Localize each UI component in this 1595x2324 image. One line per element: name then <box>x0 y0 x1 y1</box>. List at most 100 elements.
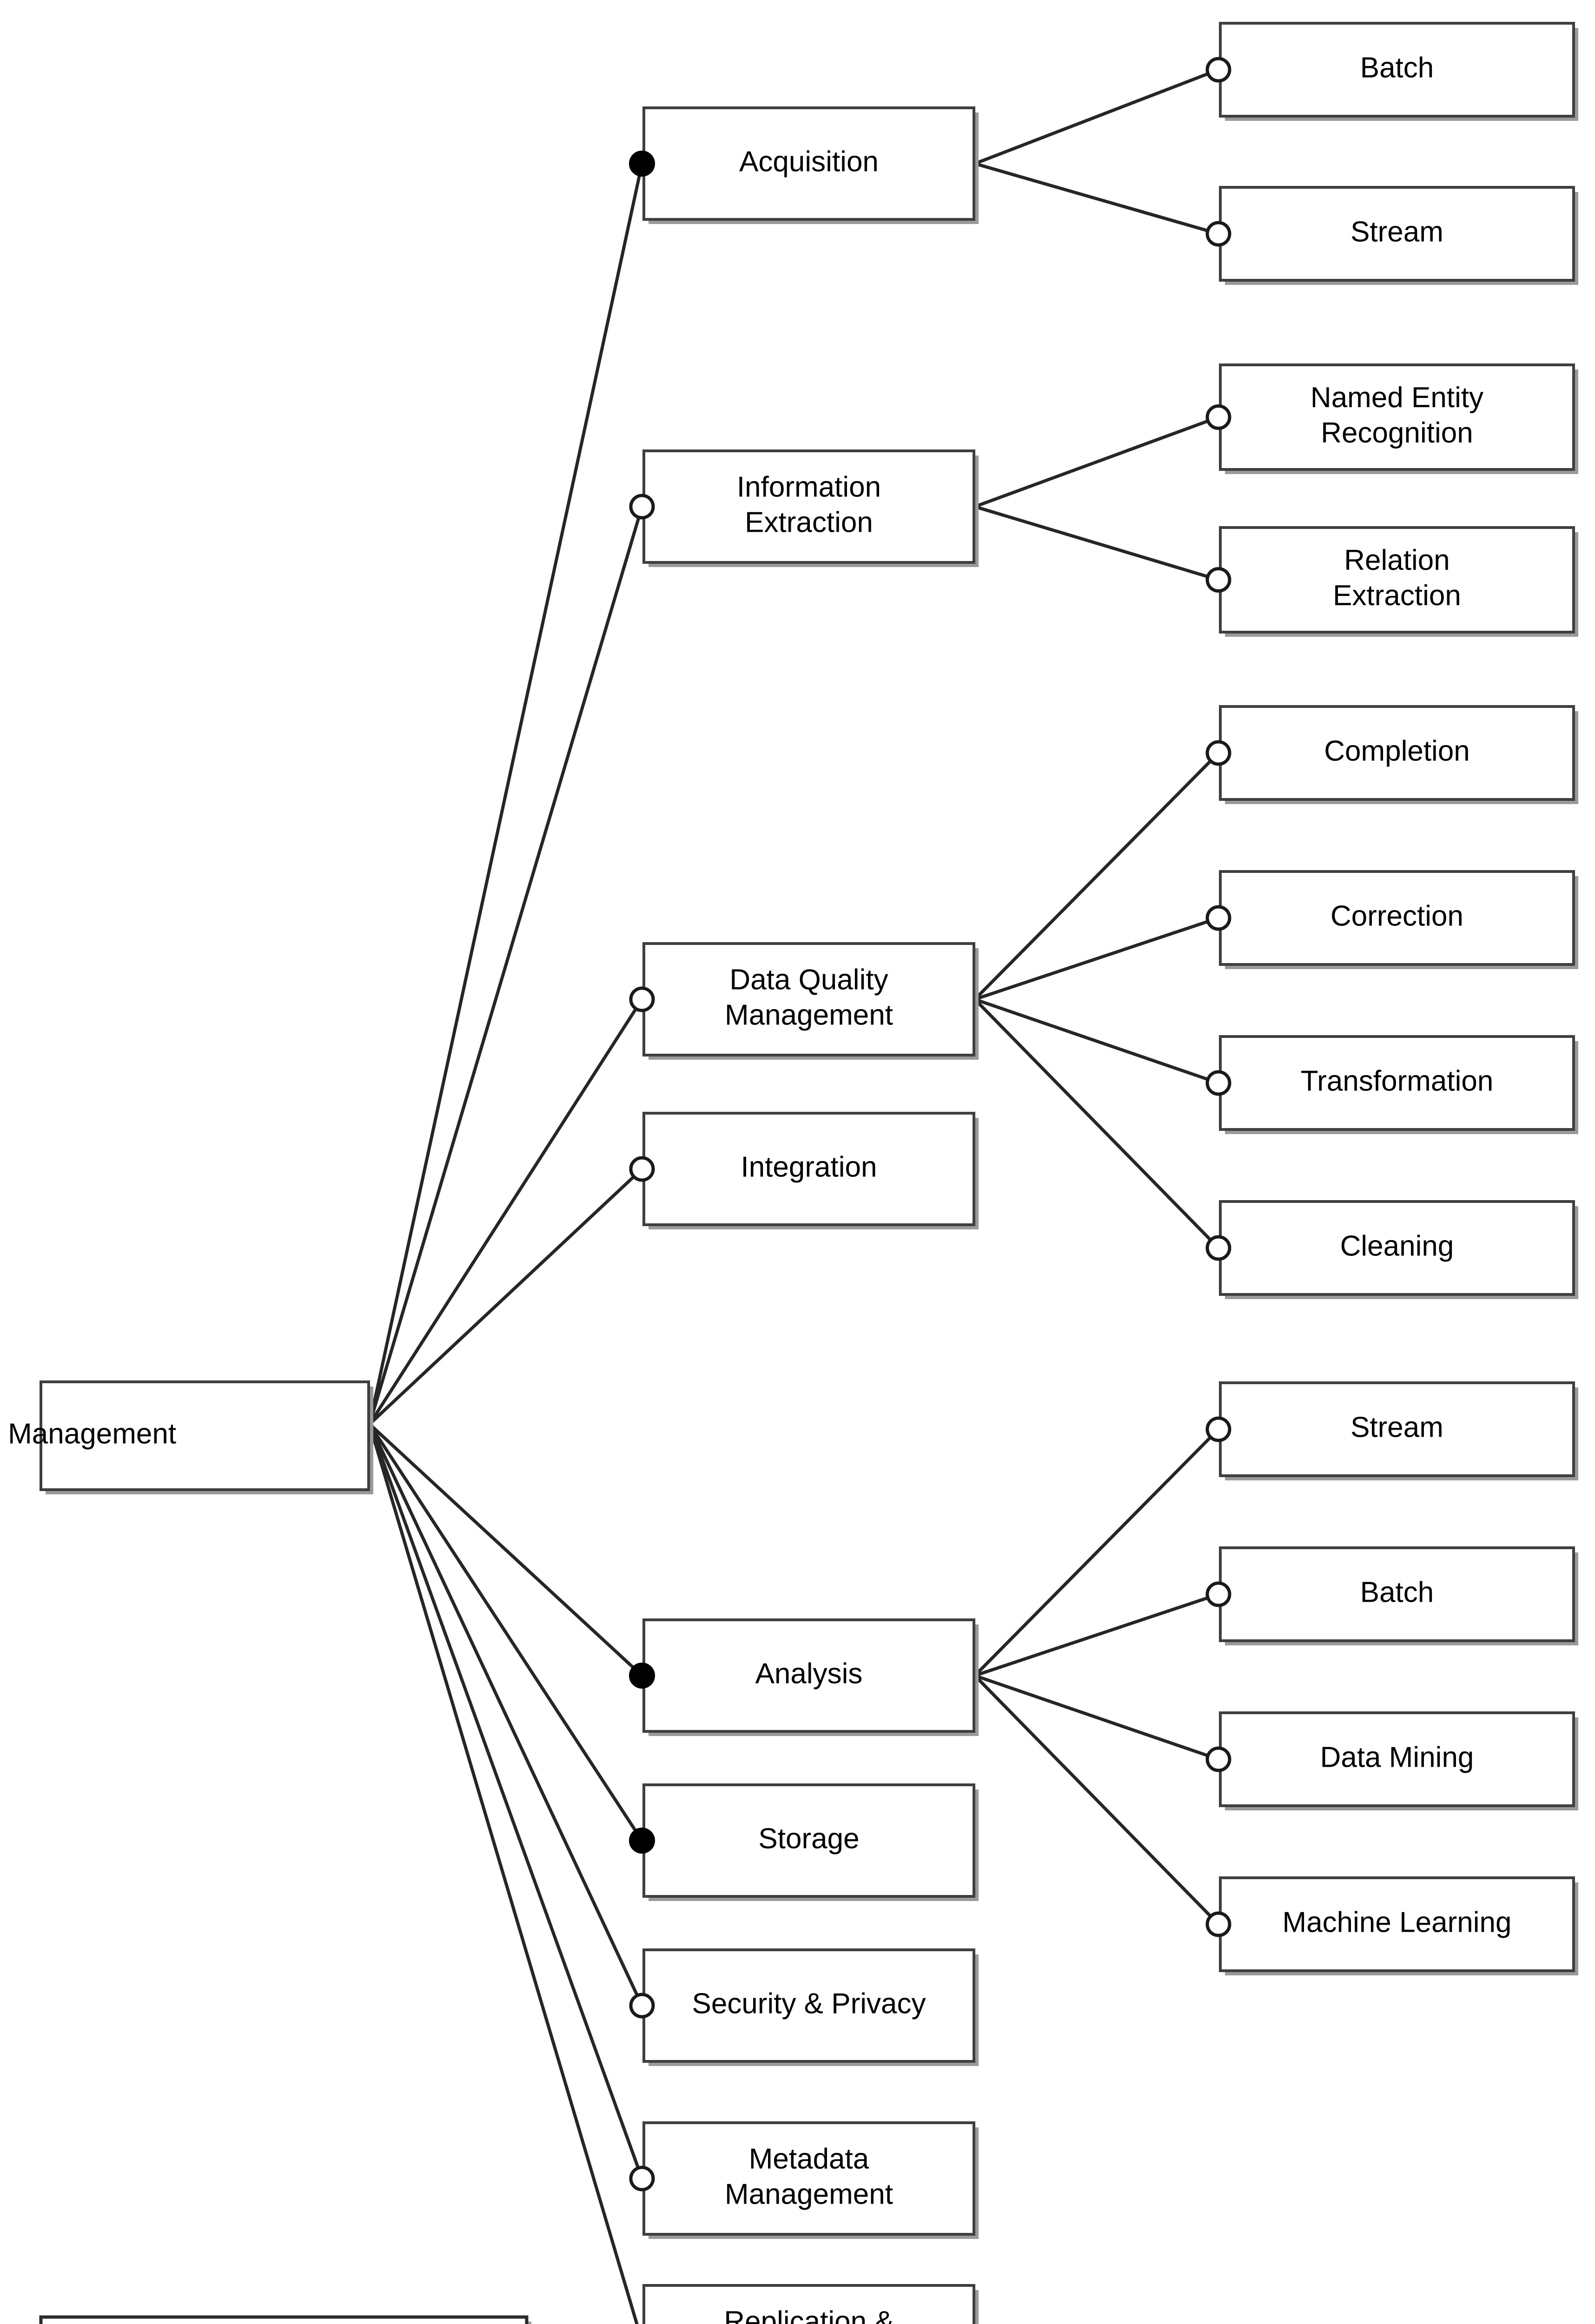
node-label: Correction <box>1330 900 1463 932</box>
node-label: Data Mining <box>1320 1741 1474 1773</box>
node-label: Security & Privacy <box>692 1987 926 2020</box>
node-box[interactable] <box>1219 705 1575 801</box>
node-label: Batch <box>1360 52 1434 84</box>
optional-marker-metadata-management <box>629 2166 655 2192</box>
node-acquisition[interactable]: Acquisition <box>642 106 979 224</box>
optional-marker-acq-stream <box>1205 221 1231 247</box>
node-label: Data Management <box>0 1418 176 1450</box>
edge-analysis-to-an-ml <box>973 1674 1220 1926</box>
edge-analysis-to-an-batch <box>974 1592 1219 1677</box>
node-acq-stream[interactable]: Stream <box>1219 186 1578 285</box>
node-box[interactable] <box>642 2121 975 2236</box>
node-box[interactable] <box>642 106 975 221</box>
legend: Legend:mandatoryoptional <box>39 2315 531 2324</box>
edge-acquisition-to-acq-batch <box>974 68 1219 165</box>
edge-root-to-storage <box>368 1423 643 1842</box>
optional-marker-dq-transformation <box>1205 1070 1231 1096</box>
node-box[interactable] <box>642 1783 975 1898</box>
node-label: Relation <box>1344 544 1449 576</box>
node-analysis[interactable]: Analysis <box>642 1618 979 1736</box>
node-label: Machine Learning <box>1283 1906 1512 1938</box>
node-label: Named Entity <box>1310 382 1483 414</box>
node-box[interactable] <box>642 449 975 564</box>
node-dq-transformation[interactable]: Transformation <box>1219 1035 1578 1134</box>
node-an-datamining[interactable]: Data Mining <box>1219 1711 1578 1810</box>
edge-data-quality-management-to-dq-correction <box>974 916 1219 1001</box>
node-label: Extraction <box>745 506 873 538</box>
node-storage[interactable]: Storage <box>642 1783 979 1901</box>
node-dq-cleaning[interactable]: Cleaning <box>1219 1200 1578 1299</box>
node-replication-archiving[interactable]: Replication &Archiving <box>642 2284 979 2324</box>
node-box[interactable] <box>1219 870 1575 966</box>
optional-marker-integration <box>629 1156 655 1182</box>
node-label: Transformation <box>1301 1065 1494 1097</box>
node-acq-batch[interactable]: Batch <box>1219 22 1578 121</box>
node-an-stream[interactable]: Stream <box>1219 1381 1578 1480</box>
edge-root-to-analysis <box>368 1423 643 1677</box>
node-label: Management <box>725 999 893 1031</box>
edge-root-to-acquisition <box>368 163 644 1425</box>
optional-marker-an-stream <box>1205 1416 1231 1442</box>
edge-root-to-information-extraction <box>368 506 644 1425</box>
node-box[interactable] <box>642 1112 975 1226</box>
edge-root-to-replication-archiving <box>368 1424 639 2324</box>
edge-root-to-integration <box>368 1168 643 1426</box>
node-label: Acquisition <box>739 145 879 178</box>
node-box[interactable] <box>642 942 975 1056</box>
edge-data-quality-management-to-dq-completion <box>973 752 1220 1001</box>
node-box[interactable] <box>40 1380 370 1491</box>
node-box[interactable] <box>1219 1876 1575 1972</box>
node-label: Management <box>725 2178 893 2210</box>
optional-marker-ie-relation <box>1205 567 1231 593</box>
optional-marker-dq-completion <box>1205 740 1231 766</box>
node-label: Extraction <box>1333 580 1461 612</box>
connection-markers-layer <box>629 57 1231 2192</box>
mandatory-marker-analysis <box>629 1663 655 1689</box>
optional-marker-acq-batch <box>1205 57 1231 83</box>
optional-marker-dq-correction <box>1205 905 1231 931</box>
node-box[interactable] <box>1219 526 1575 634</box>
node-dq-correction[interactable]: Correction <box>1219 870 1578 969</box>
node-dq-completion[interactable]: Completion <box>1219 705 1578 804</box>
edges-layer <box>368 68 1220 2324</box>
node-label: Completion <box>1324 735 1470 767</box>
edge-data-quality-management-to-dq-cleaning <box>973 998 1220 1249</box>
optional-marker-an-ml <box>1205 1911 1231 1937</box>
node-label: Cleaning <box>1340 1230 1454 1262</box>
optional-marker-security-privacy <box>629 1993 655 2019</box>
node-data-management[interactable]: Data Management <box>0 1380 373 1494</box>
node-label: Data Quality <box>729 964 888 996</box>
node-integration[interactable]: Integration <box>642 1112 979 1229</box>
node-box[interactable] <box>642 1618 975 1733</box>
optional-marker-information-extraction <box>629 494 655 520</box>
node-box[interactable] <box>1219 1546 1575 1642</box>
node-an-ml[interactable]: Machine Learning <box>1219 1876 1578 1975</box>
node-box[interactable] <box>642 2284 975 2324</box>
nodes-layer: Data ManagementAcquisitionInformationExt… <box>0 22 1578 2324</box>
node-box[interactable] <box>1219 22 1575 118</box>
node-security-privacy[interactable]: Security & Privacy <box>642 1948 979 2066</box>
optional-marker-ie-ner <box>1205 404 1231 430</box>
node-label: Analysis <box>755 1657 863 1690</box>
node-label: Metadata <box>749 2143 869 2175</box>
node-label: Information <box>737 471 881 503</box>
node-box[interactable] <box>1219 1200 1575 1296</box>
node-label: Batch <box>1360 1576 1434 1608</box>
node-an-batch[interactable]: Batch <box>1219 1546 1578 1645</box>
node-label: Storage <box>758 1822 859 1855</box>
node-box[interactable] <box>1219 186 1575 282</box>
edge-root-to-data-quality-management <box>368 998 643 1425</box>
optional-marker-an-batch <box>1205 1581 1231 1607</box>
node-box[interactable] <box>642 1948 975 2063</box>
mandatory-marker-storage <box>629 1828 655 1854</box>
node-box[interactable] <box>1219 363 1575 471</box>
edge-root-to-security-privacy <box>368 1423 644 2007</box>
legend-box <box>39 2315 529 2324</box>
node-label: Stream <box>1350 216 1443 248</box>
edge-data-quality-management-to-dq-transformation <box>974 997 1219 1085</box>
